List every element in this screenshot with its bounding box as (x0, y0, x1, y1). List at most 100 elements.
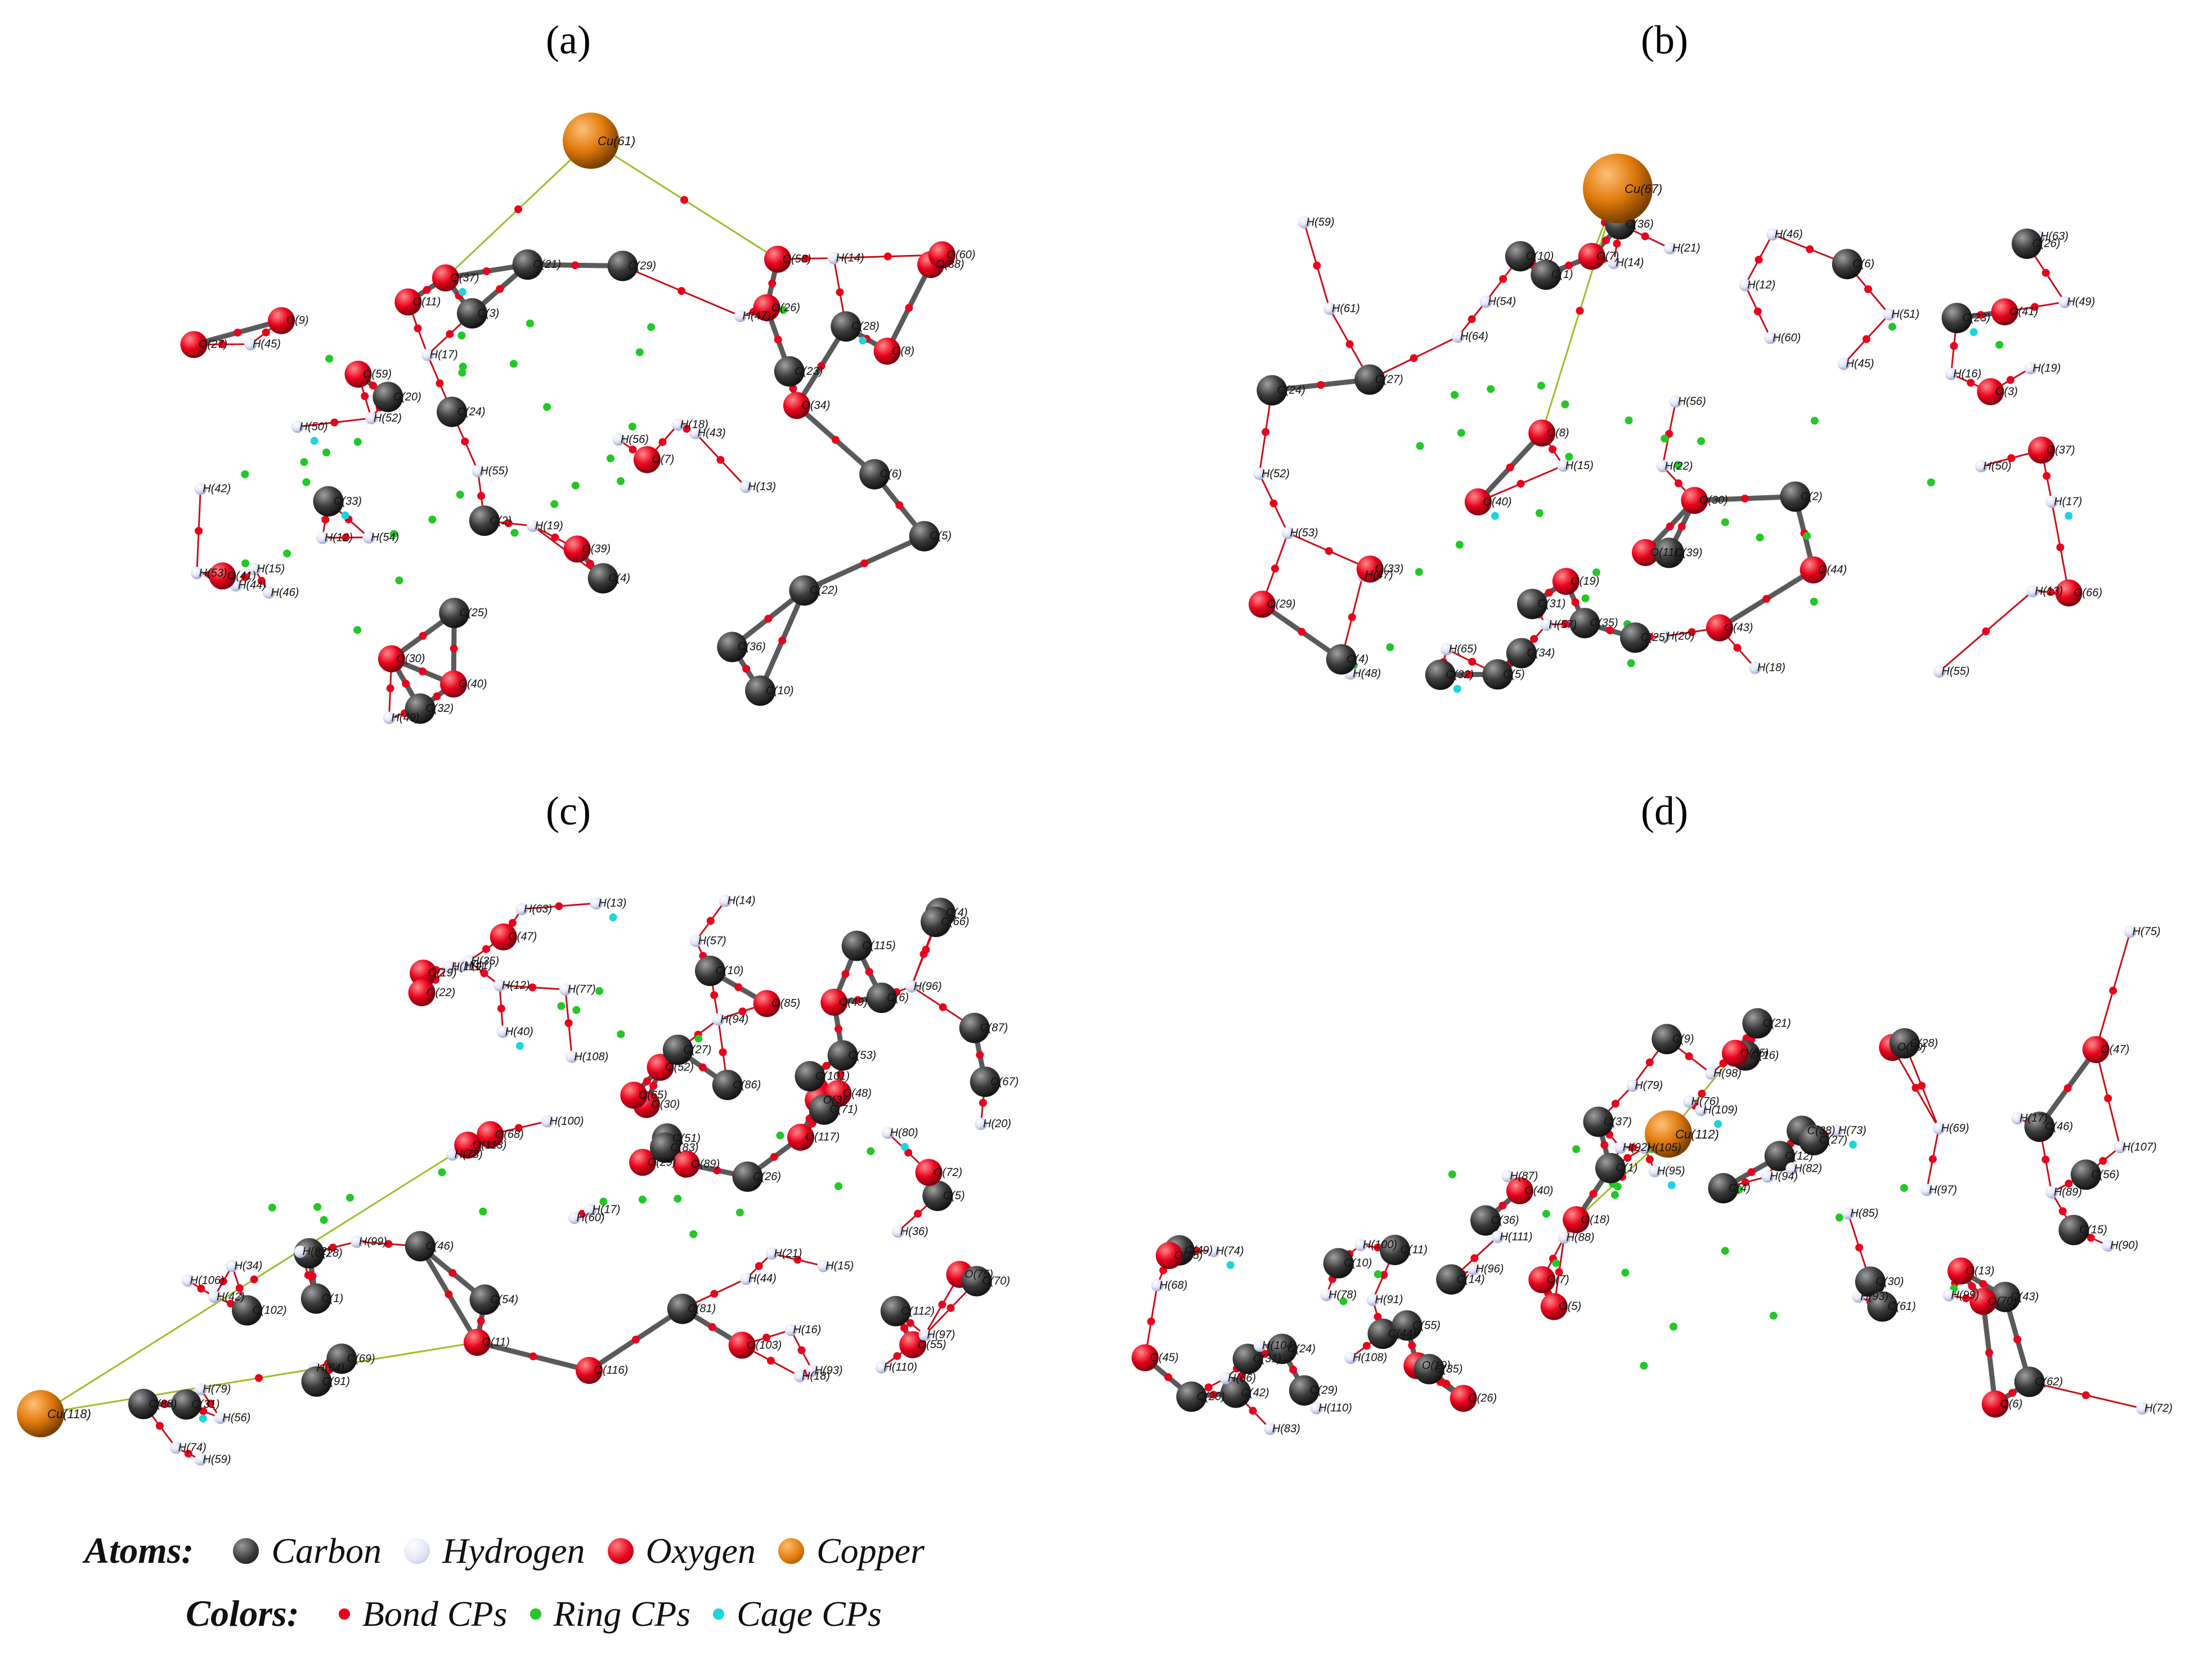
hydrogen-atom (1942, 1289, 1955, 1302)
ring-cp (1697, 437, 1706, 445)
bond-cp (1465, 670, 1473, 679)
oxygen-atom (2028, 436, 2056, 464)
atom-label: O(49) (839, 996, 868, 1008)
panel-c: (c) H(14)H(15)O(3)O(11)H(21)C(4)H(13)C(5… (0, 788, 1106, 1519)
bond-cp (254, 1374, 263, 1382)
hydrogen-atom (806, 1364, 819, 1377)
atom-label: C(56) (2091, 1168, 2119, 1181)
atom-label: C(42) (1241, 1387, 1269, 1399)
bond-cp (713, 1166, 721, 1175)
carbon-atom (439, 598, 470, 629)
carbon-atom (1267, 1333, 1298, 1364)
atom-label: C(66) (941, 916, 970, 928)
panel-d: (d) O(45)H(94)C(44)C(43)H(92)C(42)H(93)H… (1106, 788, 2212, 1519)
atom-label: H(108) (1353, 1352, 1387, 1364)
hydrogen-atom (1557, 459, 1570, 472)
carbon-atom (300, 1283, 331, 1314)
legend-atoms-row: Atoms: Carbon Hydrogen Oxygen Copper (84, 1530, 947, 1572)
atom-label: C(1) (1551, 268, 1573, 281)
hydrogen-atom (1883, 308, 1896, 321)
carbon-atom (437, 396, 468, 427)
atom-label: H(80) (890, 1127, 918, 1139)
bond-cp (1408, 1342, 1416, 1350)
hydrogen-atom (1656, 460, 1669, 473)
atom-label: O(37) (2046, 444, 2075, 456)
bond-cp (817, 362, 825, 370)
bond-cp (2109, 987, 2117, 995)
hydrogen-atom (2045, 1186, 2058, 1199)
ring-cp (867, 1147, 875, 1155)
bond-cp (564, 1019, 573, 1027)
atoms (1248, 154, 2083, 691)
atom-label: H(95) (1657, 1165, 1685, 1177)
bond-cp (698, 1063, 707, 1072)
atom-label: C(61) (1888, 1301, 1916, 1313)
atom-label: O(26) (1468, 1392, 1497, 1405)
oxygen-atom (1528, 419, 1556, 447)
atoms (1132, 925, 2149, 1435)
bond-cp (1666, 522, 1674, 531)
atom-label: H(57) (698, 935, 726, 947)
atom-label: H(87) (1510, 1170, 1538, 1182)
atom-label: O(116) (594, 1364, 628, 1377)
atom-label: O(7) (652, 454, 674, 466)
atom-label: C(67) (990, 1075, 1018, 1088)
bond-cp (1506, 463, 1514, 472)
atom-label: H(88) (1566, 1231, 1594, 1244)
carbon-atom (2012, 228, 2043, 259)
bond-cp (497, 1005, 505, 1013)
ring-cp (628, 422, 636, 431)
atom-label: C(32) (1446, 669, 1474, 681)
bond-cp (841, 970, 850, 978)
ring-cp (1386, 643, 1394, 652)
cage-cp (458, 288, 466, 296)
bond-cp (1468, 315, 1476, 324)
atom-label: O(65) (639, 1089, 667, 1101)
ring-cp (457, 331, 466, 340)
atom-label: H(49) (2067, 296, 2095, 308)
oxygen-atom (378, 645, 405, 673)
atom-label: O(7) (1596, 250, 1619, 262)
atom-label: O(7) (1547, 1274, 1569, 1286)
atom-label: C(2) (490, 514, 512, 527)
atom-label: C(10) (1525, 250, 1554, 262)
atom-label: C(27) (1819, 1134, 1847, 1146)
oxygen-atom (1132, 1344, 1159, 1371)
oxygen-atom (1563, 1206, 1590, 1234)
atom-label: H(96) (1475, 1263, 1504, 1275)
bond-cp (905, 304, 913, 312)
hydrogen-atom (190, 567, 203, 580)
bond-cp (778, 637, 787, 645)
bond-cp (764, 615, 773, 623)
oxygen-atom (1721, 1039, 1749, 1067)
bond-cp (2056, 543, 2065, 552)
ring-cp (1803, 532, 1811, 540)
atom-label: C(28) (851, 320, 880, 333)
atom-label: O(18) (1581, 1213, 1610, 1226)
hydrogen-atom (1663, 242, 1676, 255)
bond-cp (450, 644, 458, 653)
atom-label: O(29) (647, 1156, 676, 1168)
ring-cp (1448, 1170, 1456, 1178)
atom-label: O(34) (801, 400, 830, 412)
atoms (180, 113, 955, 724)
atom-label: H(12) (1747, 279, 1775, 291)
oxygen-atom (394, 288, 422, 316)
ring-cp (456, 490, 464, 499)
bond-cp (1968, 1282, 1976, 1290)
atom-label: C(46) (425, 1240, 454, 1252)
oxygen-atom (1528, 1266, 1556, 1293)
atom-label: H(68) (1159, 1279, 1187, 1292)
hydrogen-atom (817, 1259, 830, 1272)
bond-cp (766, 1356, 775, 1365)
oxygen-atom (753, 990, 780, 1017)
atom-label: H(73) (1838, 1124, 1866, 1137)
ring-cp (1537, 382, 1545, 390)
hydrogen-atom (689, 427, 702, 440)
hydrogen-atom (1658, 630, 1671, 643)
oxygen-atom (432, 264, 459, 292)
ring-cp (616, 477, 625, 485)
atom-label: H(16) (1953, 367, 1981, 380)
atom-label: H(111) (451, 961, 484, 973)
bond-cp (369, 382, 377, 390)
